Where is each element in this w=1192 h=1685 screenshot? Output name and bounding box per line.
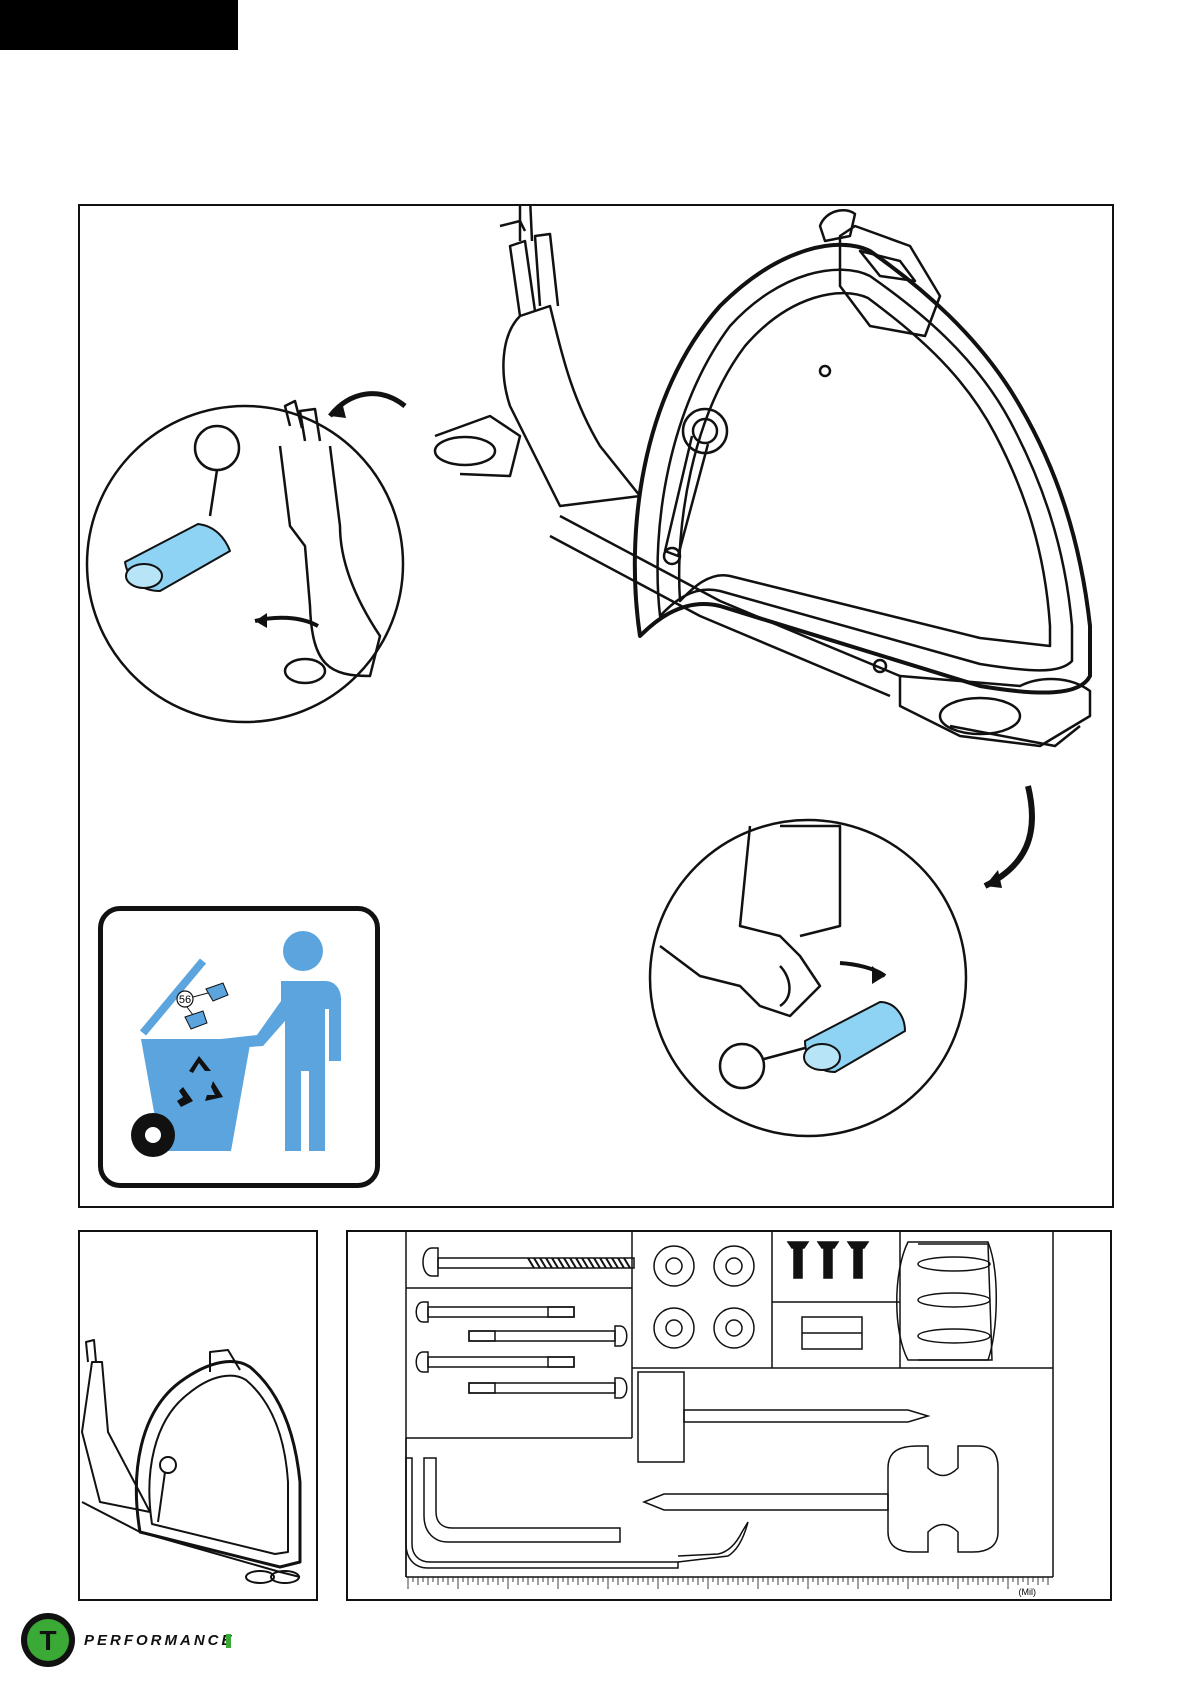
end-cap-right: [804, 1002, 905, 1072]
recycle-inset: 56: [98, 906, 380, 1188]
discarded-cap-1: [206, 983, 228, 1001]
adjustment-knob: [897, 1242, 997, 1360]
small-screws: [788, 1242, 868, 1278]
footer-logo: T PERFORMANCE: [18, 1610, 278, 1670]
phillips-screwdriver-wrench: [644, 1446, 998, 1552]
bike-body: [435, 206, 1090, 746]
hardware-illustration: (Mil): [348, 1232, 1110, 1599]
t-logo-icon: T: [18, 1610, 78, 1670]
allen-keys: [406, 1458, 748, 1568]
measuring-ruler: (Mil): [406, 1577, 1053, 1597]
header-bar: [0, 0, 238, 50]
hex-bolts: [416, 1302, 627, 1398]
assembled-bike-illustration: [80, 1232, 316, 1599]
assembled-view-panel: [78, 1230, 318, 1601]
hardware-tools-panel: (Mil): [346, 1230, 1112, 1601]
end-cap-left: [125, 524, 230, 591]
ruler-unit-label: (Mil): [1019, 1587, 1037, 1597]
logo-letter: T: [39, 1625, 56, 1656]
main-assembly-panel: 56: [78, 204, 1114, 1208]
brand-name: PERFORMANCE: [84, 1632, 235, 1649]
washers: [654, 1246, 754, 1348]
part-label-56: 56: [179, 994, 191, 1006]
discarded-cap-2: [185, 1011, 207, 1029]
recycle-illustration: 56: [103, 911, 375, 1183]
detail-circle-right: [650, 820, 966, 1136]
brand-accent-bar: [226, 1634, 231, 1648]
person-icon: [221, 931, 341, 1151]
screwdriver-flat: [638, 1372, 928, 1462]
spacer-block: [802, 1317, 862, 1349]
arrow-curve-right: [985, 786, 1032, 886]
carriage-bolt: [423, 1248, 634, 1276]
